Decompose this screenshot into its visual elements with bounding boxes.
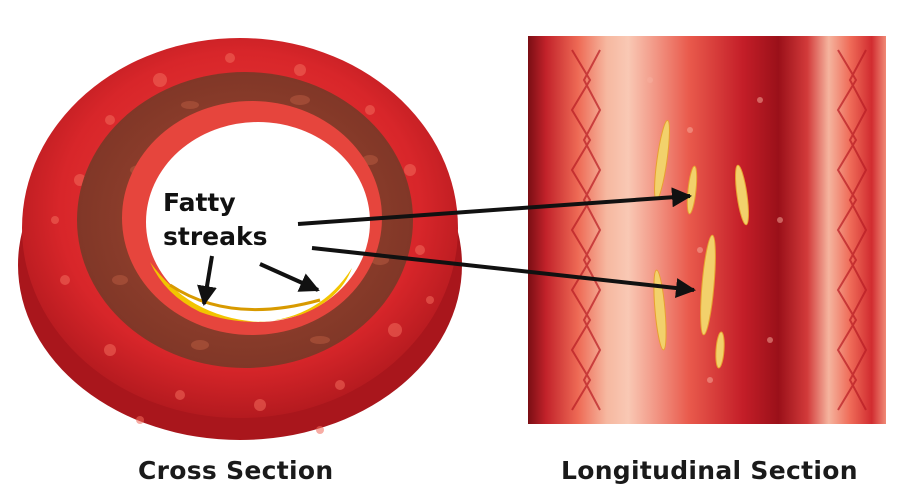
cross-section-caption: Cross Section bbox=[138, 456, 334, 485]
fatty-streaks-label-line2: streaks bbox=[163, 224, 268, 249]
longitudinal-section-caption: Longitudinal Section bbox=[561, 456, 858, 485]
fatty-streaks-label-line1: Fatty bbox=[163, 190, 236, 215]
longitudinal-section-artery bbox=[528, 36, 886, 424]
